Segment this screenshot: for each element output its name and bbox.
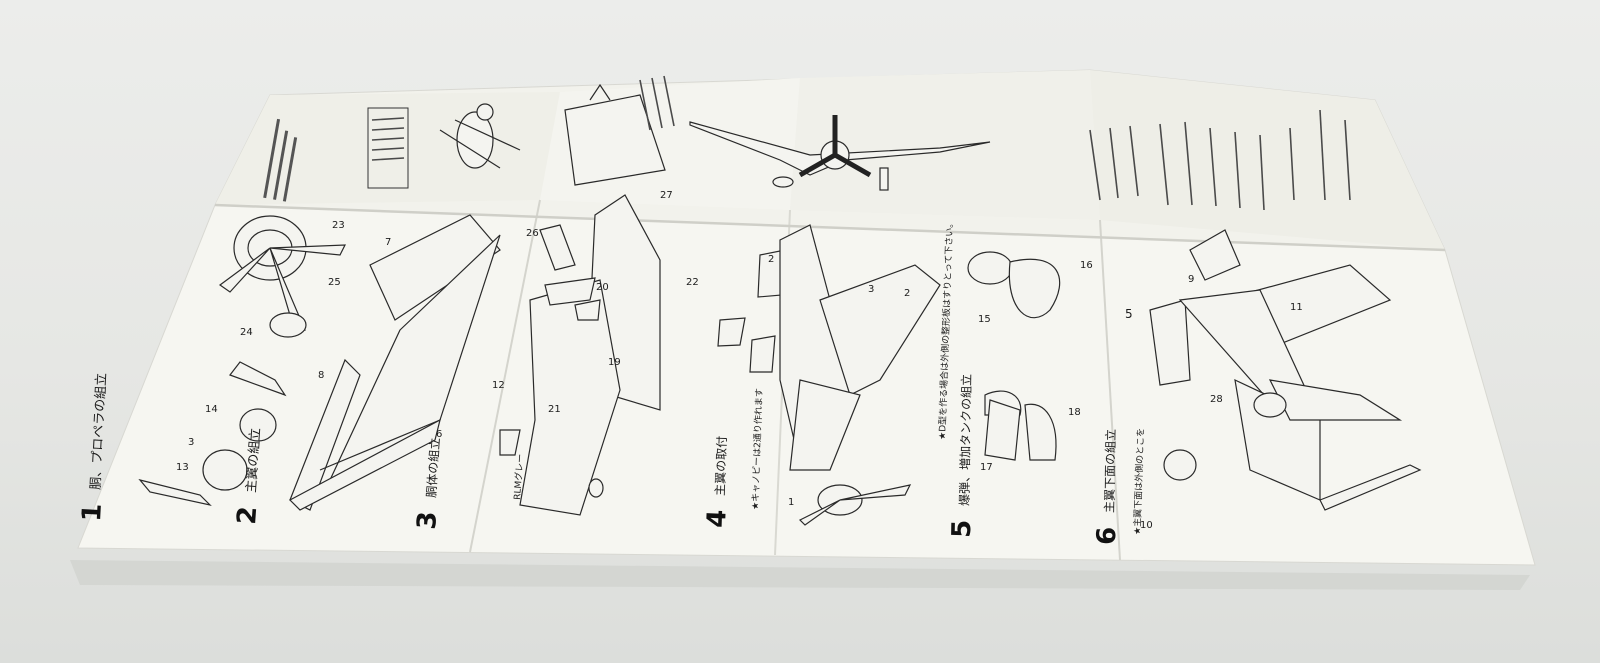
panel-steps-1-2 <box>138 214 501 511</box>
panel-step-5 <box>967 251 1061 461</box>
step-labels: 1 胴、プロペラの組立 2 主翼の組立 3 胴体の組立 4 主翼の取付 5 爆弾… <box>77 373 1122 546</box>
part-number: 21 <box>548 404 561 415</box>
part-number: 9 <box>1188 274 1194 285</box>
step-1-title: 胴、プロペラの組立 <box>89 373 110 491</box>
part-number: 26 <box>526 228 539 239</box>
step-3-title: 胴体の組立 <box>423 437 442 498</box>
part-number: 24 <box>240 327 253 338</box>
top-strip <box>263 75 1351 211</box>
parts-list-text <box>1089 109 1351 211</box>
panel-step-3 <box>499 194 661 516</box>
step-5-title: 爆弾、増加タンクの組立 <box>957 374 974 506</box>
step-4-number: 4 <box>702 509 733 528</box>
part-number: 6 <box>436 429 442 440</box>
part-number: 22 <box>686 277 699 288</box>
part-number: 3 <box>188 437 194 448</box>
part-number: 18 <box>1068 407 1081 418</box>
part-number: 17 <box>980 462 993 473</box>
part-number: 23 <box>332 220 345 231</box>
part-number: 5 <box>1125 307 1133 321</box>
step-5-number: 5 <box>947 520 977 539</box>
panel-step-4 <box>717 224 941 526</box>
step-3-number: 3 <box>412 510 443 530</box>
part-number: 13 <box>176 462 189 473</box>
step-2-number: 2 <box>232 505 263 525</box>
step-1-number: 1 <box>77 503 108 523</box>
step-6-note: ★主翼下面は外側のとこを <box>1131 428 1147 535</box>
step-6-number: 6 <box>1092 527 1122 546</box>
part-number: 8 <box>318 370 324 381</box>
paint-note: RLMグレー <box>511 453 526 500</box>
part-number: 28 <box>1210 394 1223 405</box>
part-number: 12 <box>492 380 505 391</box>
part-number: 25 <box>328 277 341 288</box>
part-number: 19 <box>608 357 621 368</box>
part-number: 20 <box>596 282 609 293</box>
part-number-callouts: 23 25 24 14 13 3 7 8 6 26 27 22 20 19 21… <box>176 190 1303 531</box>
part-number: 15 <box>978 314 991 325</box>
part-number: 7 <box>385 237 391 248</box>
panel-step-6 <box>1149 229 1422 511</box>
step-2-title: 主翼の組立 <box>244 427 263 493</box>
part-number: 14 <box>205 404 218 415</box>
part-number: 3 <box>868 284 874 295</box>
step-4-title: 主翼の取付 <box>713 436 729 496</box>
part-number: 16 <box>1080 260 1093 271</box>
part-number: 11 <box>1290 302 1303 313</box>
step-6-title: 主翼下面の組立 <box>1102 429 1118 513</box>
part-number: 27 <box>660 190 673 201</box>
part-number: 10 <box>1140 520 1153 531</box>
part-number: 2 <box>768 254 774 265</box>
part-number: 1 <box>788 497 794 508</box>
part-number: 2 <box>904 288 910 299</box>
